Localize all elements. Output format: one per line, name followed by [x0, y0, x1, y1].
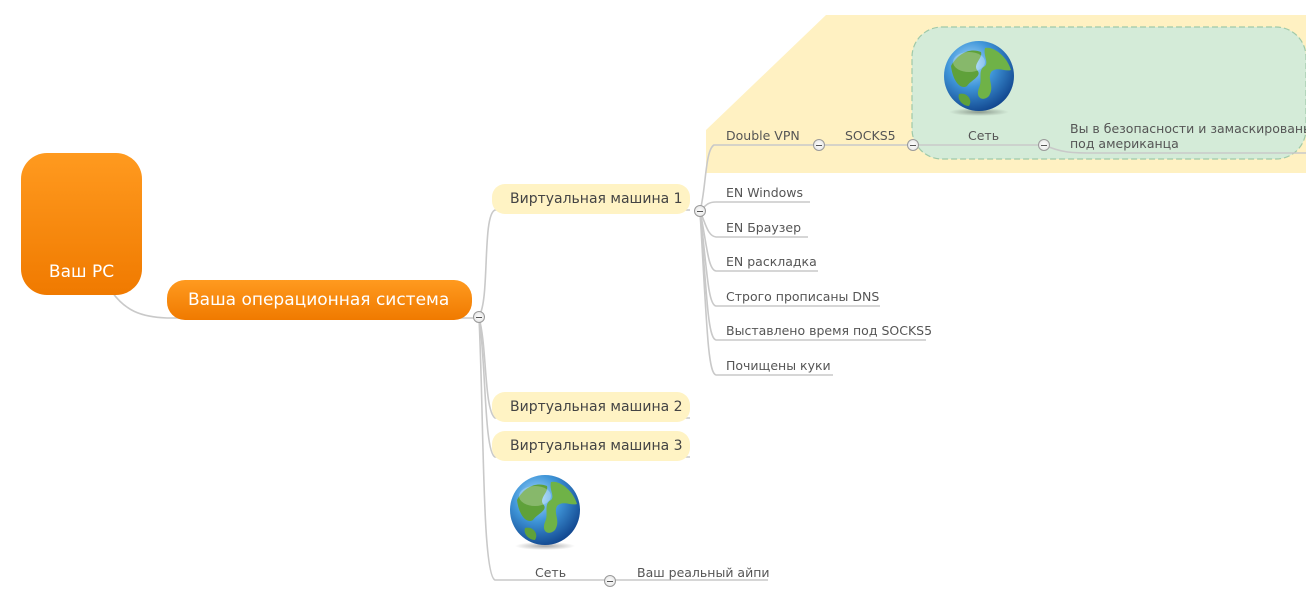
- leaf-real-network[interactable]: Сеть: [535, 565, 567, 580]
- vm-node-1[interactable]: Виртуальная машина 1: [492, 184, 690, 214]
- globe-icon: [510, 475, 580, 550]
- leaf-en-keyboard[interactable]: EN раскладка: [726, 254, 817, 269]
- vm-node-3[interactable]: Виртуальная машина 3: [492, 431, 690, 461]
- root-label: Ваш PC: [48, 262, 115, 282]
- leaf-real-ip[interactable]: Ваш реальный айпи: [637, 565, 770, 580]
- collapse-toggle-os[interactable]: [473, 311, 485, 323]
- leaf-socks5[interactable]: SOCKS5: [845, 128, 896, 143]
- collapse-toggle-socks5[interactable]: [907, 139, 919, 151]
- leaf-cookies[interactable]: Почищены куки: [726, 358, 831, 373]
- globe-icon: [944, 41, 1014, 116]
- connectors: [111, 144, 1306, 581]
- leaf-network-cloud[interactable]: Сеть: [968, 128, 1000, 143]
- leaf-result-line2: под американца: [1070, 136, 1179, 151]
- leaf-dns[interactable]: Строго прописаны DNS: [726, 289, 880, 304]
- vm-label: Виртуальная машина 2: [510, 399, 683, 415]
- vm-label: Виртуальная машина 1: [510, 191, 683, 207]
- collapse-toggle-vm1[interactable]: [694, 205, 706, 217]
- collapse-toggle-double-vpn[interactable]: [813, 139, 825, 151]
- vm-label: Виртуальная машина 3: [510, 438, 683, 454]
- leaf-en-browser[interactable]: EN Браузер: [726, 220, 802, 235]
- leaf-time-socks5[interactable]: Выставлено время под SOCKS5: [726, 323, 933, 338]
- vm-node-2[interactable]: Виртуальная машина 2: [492, 392, 690, 422]
- collapse-toggle-real-network[interactable]: [604, 575, 616, 587]
- os-label: Ваша операционная система: [188, 290, 450, 310]
- os-node[interactable]: Ваша операционная система: [167, 280, 472, 320]
- leaf-double-vpn[interactable]: Double VPN: [726, 128, 800, 143]
- root-node-pc[interactable]: Ваш PC: [21, 153, 142, 295]
- leaf-result-line1[interactable]: Вы в безопасности и замаскированы: [1070, 121, 1306, 136]
- network-cloud: [911, 26, 1306, 160]
- leaf-en-windows[interactable]: EN Windows: [726, 185, 804, 200]
- collapse-toggle-network[interactable]: [1038, 139, 1050, 151]
